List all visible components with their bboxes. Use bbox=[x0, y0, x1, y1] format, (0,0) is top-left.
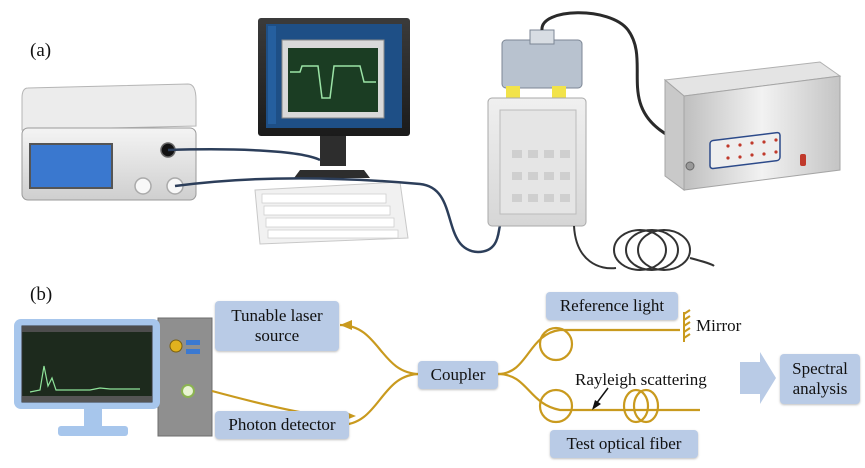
tunable-laser-source-block: Tunable laser source bbox=[215, 301, 339, 351]
panel-a-label: (a) bbox=[30, 40, 52, 61]
cable-laser-pc bbox=[167, 148, 321, 162]
laser-box-device bbox=[21, 83, 197, 201]
fiber-coil-icon bbox=[573, 225, 715, 271]
computer-keyboard bbox=[254, 181, 409, 245]
reference-light-block: Reference light bbox=[546, 292, 678, 320]
analysis-arrow-icon bbox=[740, 352, 776, 404]
fiber-arrowheads bbox=[340, 320, 356, 420]
test-chamber bbox=[487, 29, 587, 227]
rayleigh-scattering-label: Rayleigh scattering bbox=[575, 370, 707, 389]
rayleigh-pointer-arrow bbox=[592, 387, 609, 410]
spectral-analysis-block: Spectral analysis bbox=[780, 354, 860, 404]
laser-knob-icon bbox=[134, 177, 152, 195]
pc-computer-icon bbox=[14, 317, 213, 437]
test-optical-fiber-block: Test optical fiber bbox=[550, 430, 698, 458]
mirror-label: Mirror bbox=[696, 316, 742, 335]
cable-laser-chamber bbox=[174, 177, 502, 254]
mirror-icon bbox=[683, 309, 691, 342]
computer-monitor bbox=[258, 18, 410, 178]
coupler-block: Coupler bbox=[418, 361, 498, 389]
laser-display-screen bbox=[29, 143, 113, 189]
interrogator-device bbox=[663, 61, 842, 191]
photon-detector-block: Photon detector bbox=[215, 411, 349, 439]
panel-b-label: (b) bbox=[30, 284, 53, 305]
